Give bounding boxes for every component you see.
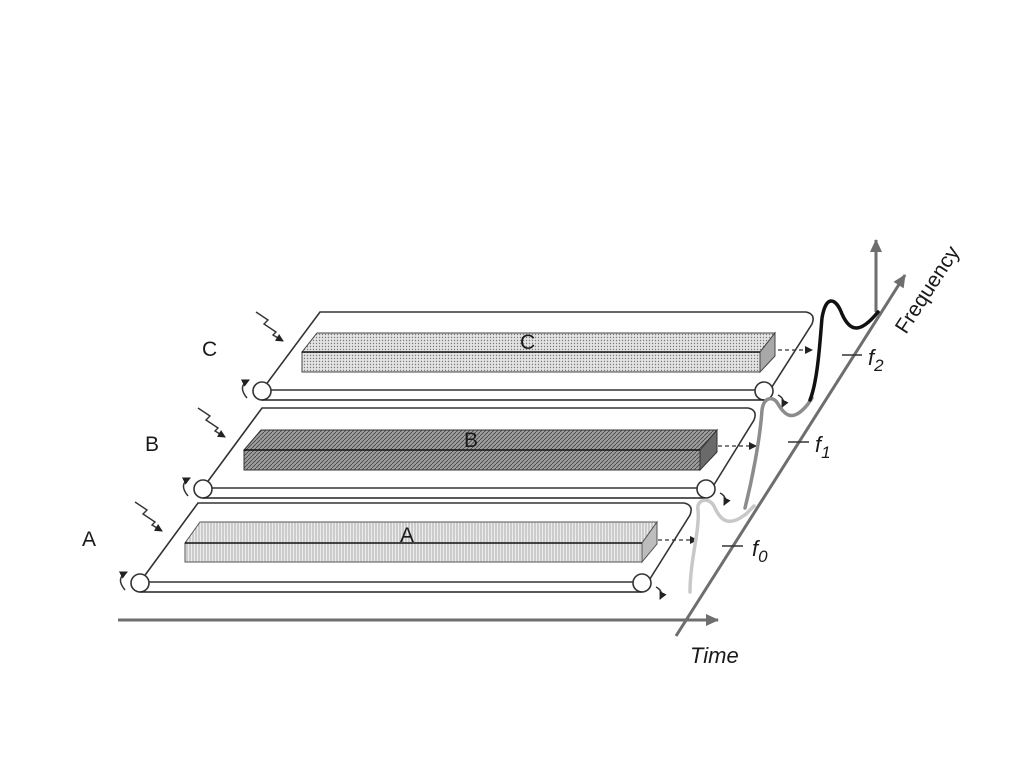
block-label-a: A bbox=[400, 524, 414, 547]
frequency-axis bbox=[674, 274, 907, 637]
block-label-b: B bbox=[464, 429, 478, 452]
block-label-c: C bbox=[520, 331, 535, 354]
tick-f1: f1 bbox=[815, 432, 831, 462]
spectrum-curve-b bbox=[743, 396, 814, 510]
tick-f2: f2 bbox=[868, 345, 884, 375]
side-label-c: C bbox=[202, 338, 217, 361]
block-b bbox=[243, 449, 701, 471]
spectrum-curve-a bbox=[688, 498, 756, 594]
block-c bbox=[301, 351, 761, 373]
spectrum-curve-c bbox=[808, 299, 880, 402]
tick-f0: f0 bbox=[752, 536, 768, 566]
conveyor-c: C C bbox=[202, 311, 814, 408]
side-label-a: A bbox=[82, 528, 96, 551]
conveyor-b: B B bbox=[145, 407, 757, 506]
conveyor-a: A A bbox=[82, 501, 698, 600]
side-label-b: B bbox=[145, 433, 159, 456]
frequency-label: Frequency bbox=[891, 242, 965, 338]
time-label: Time bbox=[690, 643, 739, 668]
